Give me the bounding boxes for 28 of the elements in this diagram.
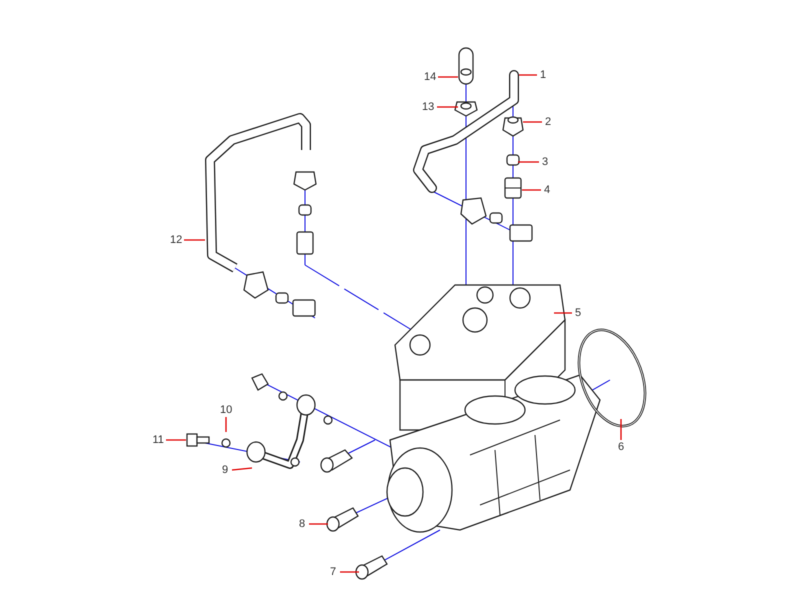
callout-number: 10: [220, 404, 232, 416]
callout-number: 4: [544, 184, 550, 196]
leader-line: [438, 76, 458, 78]
leader-line: [437, 106, 458, 108]
callout-number: 9: [222, 464, 228, 476]
leader-line: [620, 419, 622, 440]
callout-number: 2: [545, 116, 552, 128]
callout-number: 8: [299, 518, 306, 530]
callout-number: 7: [330, 566, 336, 578]
leader-line: [166, 439, 186, 441]
callout-number: 13: [422, 101, 434, 113]
callout-number: 1: [540, 69, 546, 81]
leader-line: [309, 523, 328, 525]
leader-line: [523, 121, 542, 123]
leader-line: [340, 571, 359, 573]
callout-number: 3: [542, 156, 548, 168]
leader-line: [522, 189, 541, 191]
callout-number: 11: [152, 434, 164, 446]
leader-line: [518, 161, 539, 163]
leader-line: [554, 312, 572, 314]
leader-line: [232, 467, 252, 471]
leader-line: [519, 74, 537, 76]
callout-number: 12: [170, 234, 182, 246]
leader-line: [184, 239, 205, 241]
callout-number: 5: [575, 307, 582, 319]
callout-number: 6: [618, 441, 624, 453]
leader-line: [225, 417, 227, 432]
callout-number: 14: [424, 71, 436, 83]
